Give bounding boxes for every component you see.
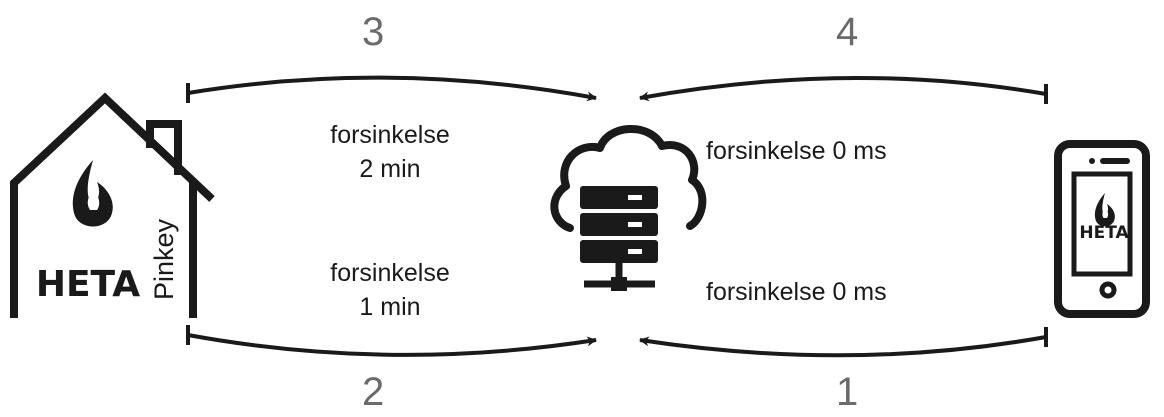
step-number-3: 3 xyxy=(362,10,385,54)
house-product-label: Pinkey xyxy=(149,218,179,300)
step-number-4: 4 xyxy=(836,10,859,54)
delay-house-upload-line1: forsinkelse xyxy=(330,121,450,149)
delay-phone-upload: forsinkelse 0 ms xyxy=(706,137,887,165)
phone-flame-logo-icon xyxy=(1094,193,1115,227)
delay-house-download-line1: forsinkelse xyxy=(330,259,450,287)
arrow-3 xyxy=(186,75,597,103)
flame-logo-icon xyxy=(72,160,113,227)
delay-house-upload-line2: 2 min xyxy=(359,155,421,183)
step-number-1: 1 xyxy=(836,370,859,414)
smartphone-icon xyxy=(1054,140,1150,318)
house-brand-label: HETA xyxy=(36,264,140,305)
house-icon xyxy=(10,92,215,318)
delay-house-upload: forsinkelse 2 min xyxy=(290,118,490,186)
arrow-4 xyxy=(639,75,1048,104)
arrow-1 xyxy=(639,327,1048,358)
delay-house-download-line2: 1 min xyxy=(359,293,421,321)
arrow-2 xyxy=(186,325,597,357)
cloud-server-icon xyxy=(550,125,707,291)
step-number-2: 2 xyxy=(362,370,385,414)
delay-house-download: forsinkelse 1 min xyxy=(290,256,490,324)
delay-phone-download: forsinkelse 0 ms xyxy=(706,278,887,306)
phone-brand-label: HETA xyxy=(1079,223,1129,243)
